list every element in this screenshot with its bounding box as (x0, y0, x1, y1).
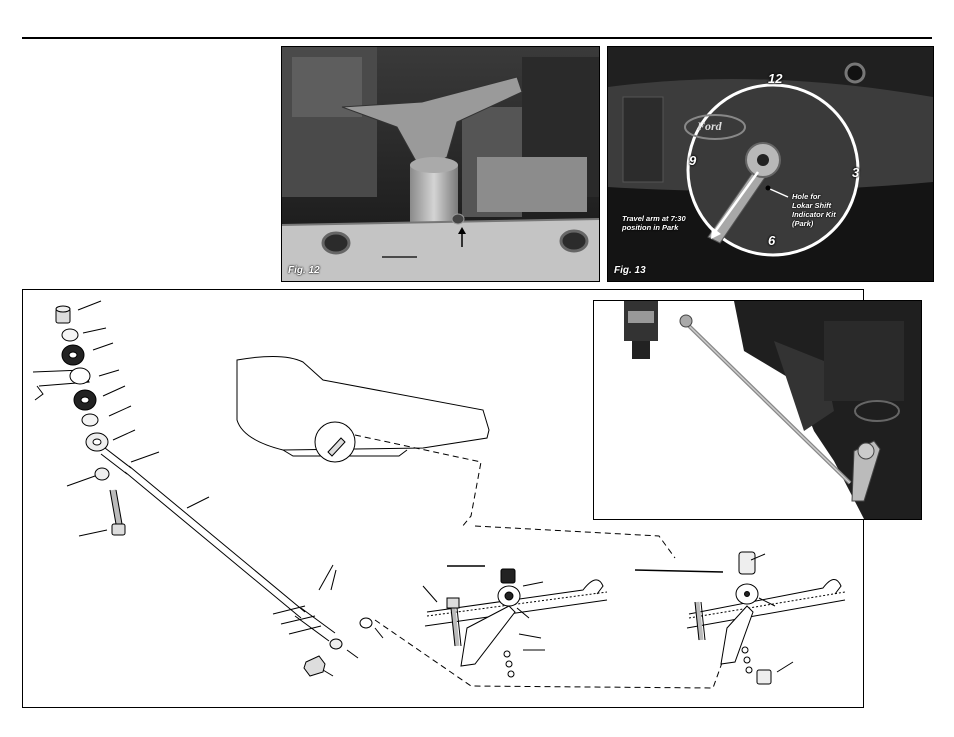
dial-label-9: 9 (689, 153, 696, 168)
top-nut (56, 306, 70, 323)
rod-lower-end (295, 608, 335, 641)
photo-fig-13: Ford 12 9 3 6 Travel arm at 7:30 positio… (607, 46, 934, 282)
dial-label-3: 3 (852, 165, 859, 180)
middle-shift-arm-assembly (423, 566, 607, 677)
hole-note-line-1: Hole for (792, 192, 836, 201)
console-outline (237, 356, 489, 450)
detail-circle (315, 422, 355, 462)
lower-washer-ring (360, 618, 372, 628)
header-rule (22, 37, 932, 39)
hole-note-line-4: (Park) (792, 219, 836, 228)
installed-linkage-photo (594, 301, 921, 519)
leader-arrows-left (67, 301, 383, 676)
lower-nut (304, 656, 325, 676)
bolt-shank (113, 490, 119, 524)
transmission-shift-lever-photo (282, 47, 599, 281)
right-shift-arm-assembly (635, 552, 845, 684)
fig-13-label: Fig. 13 (614, 265, 646, 276)
dial-label-12: 12 (768, 71, 782, 86)
fig-12-label: Fig. 12 (288, 265, 320, 276)
ford-logo-text: Ford (697, 119, 722, 134)
shift-indicator-hole-note: Hole for Lokar Shift Indicator Kit (Park… (792, 192, 836, 228)
travel-arm-note-line-2: position in Park (622, 223, 686, 232)
hole-note-line-3: Indicator Kit (792, 210, 836, 219)
washer-3 (95, 468, 109, 480)
photo-fig-12: Fig. 12 (281, 46, 600, 282)
lower-washer (330, 639, 342, 649)
dial-label-6: 6 (768, 233, 775, 248)
shift-rod (125, 466, 305, 618)
bracket-hole (70, 368, 90, 384)
photo-installed-linkage (593, 300, 922, 520)
washer-1 (62, 329, 78, 341)
hole-note-line-2: Lokar Shift (792, 201, 836, 210)
bolt-head (112, 524, 125, 535)
washer-2 (82, 414, 98, 426)
travel-arm-note: Travel arm at 7:30 position in Park (622, 214, 686, 232)
travel-arm-note-line-1: Travel arm at 7:30 (622, 214, 686, 223)
